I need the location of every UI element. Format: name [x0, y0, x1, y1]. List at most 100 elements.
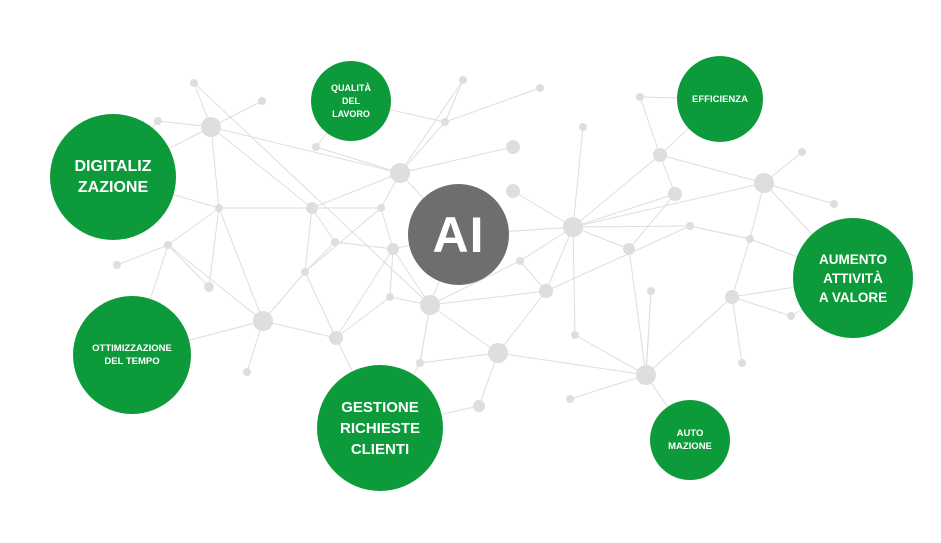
- network-link: [689, 225, 751, 240]
- network-dot: [516, 257, 524, 265]
- network-link: [210, 126, 220, 209]
- network-link: [304, 207, 382, 273]
- network-link: [569, 374, 647, 400]
- network-link: [167, 207, 220, 246]
- network-dot: [668, 187, 682, 201]
- network-dot: [506, 184, 520, 198]
- concept-label: AUMENTO ATTIVITÀ A VALORE: [818, 251, 888, 305]
- network-dot: [377, 204, 385, 212]
- network-dot: [154, 117, 162, 125]
- network-link: [574, 334, 647, 376]
- network-link: [311, 172, 401, 209]
- network-link: [419, 352, 499, 364]
- network-link: [167, 244, 264, 322]
- network-link: [731, 296, 743, 364]
- network-link: [315, 146, 401, 174]
- network-dot: [653, 148, 667, 162]
- network-link: [399, 146, 514, 174]
- network-dot: [190, 79, 198, 87]
- concept-digitalizzazione: DIGITALIZ ZAZIONE: [50, 114, 176, 240]
- concept-efficienza: EFFICIENZA: [677, 56, 763, 142]
- network-link: [380, 207, 394, 250]
- concept-label: OTTIMIZZAZIONE DEL TEMPO: [92, 343, 172, 367]
- concept-label: EFFICIENZA: [692, 93, 748, 105]
- network-link: [262, 271, 306, 322]
- network-link: [572, 193, 676, 228]
- network-link: [645, 290, 652, 376]
- network-link: [334, 241, 394, 250]
- network-dot: [306, 202, 318, 214]
- network-link: [392, 248, 431, 306]
- concept-label: QUALITÀ DEL LAVORO: [331, 82, 371, 119]
- network-dot: [539, 284, 553, 298]
- network-link: [572, 226, 576, 336]
- network-dot: [420, 295, 440, 315]
- network-link: [429, 290, 547, 306]
- network-link: [545, 225, 691, 292]
- concept-label: GESTIONE RICHIESTE CLIENTI: [339, 398, 420, 458]
- network-dot: [329, 331, 343, 345]
- network-link: [731, 238, 751, 298]
- network-link: [429, 260, 521, 306]
- network-dot: [506, 140, 520, 154]
- network-link: [639, 96, 661, 156]
- network-dot: [725, 290, 739, 304]
- network-dot: [623, 243, 635, 255]
- network-link: [763, 182, 835, 205]
- network-link: [210, 126, 313, 209]
- network-dot: [686, 222, 694, 230]
- network-link: [116, 244, 169, 266]
- network-dot: [416, 359, 424, 367]
- network-link: [628, 248, 647, 376]
- network-link: [311, 207, 336, 243]
- network-dot: [636, 365, 656, 385]
- network-link: [572, 154, 661, 228]
- network-link: [389, 248, 394, 298]
- concept-ottimizzazione-tempo: OTTIMIZZAZIONE DEL TEMPO: [73, 296, 191, 414]
- network-dot: [441, 118, 449, 126]
- network-link: [545, 226, 574, 292]
- network-dot: [830, 200, 838, 208]
- network-dot: [636, 93, 644, 101]
- network-dot: [647, 287, 655, 295]
- network-link: [572, 225, 691, 228]
- network-link: [659, 154, 765, 184]
- network-dot: [301, 268, 309, 276]
- network-link: [193, 82, 431, 306]
- network-dot: [215, 204, 223, 212]
- network-link: [572, 126, 584, 228]
- network-dot: [390, 163, 410, 183]
- network-link: [444, 87, 541, 123]
- network-link: [167, 244, 210, 288]
- network-dot: [754, 173, 774, 193]
- network-link: [304, 241, 336, 273]
- network-dot: [746, 235, 754, 243]
- network-dot: [459, 76, 467, 84]
- network-link: [210, 126, 401, 174]
- network-link: [645, 296, 733, 376]
- network-link: [497, 352, 647, 376]
- concept-label: AUTO MAZIONE: [668, 428, 712, 452]
- network-dot: [243, 368, 251, 376]
- network-dot: [387, 243, 399, 255]
- network-dot: [204, 282, 214, 292]
- network-link: [429, 304, 499, 354]
- concept-aumento-attivita: AUMENTO ATTIVITÀ A VALORE: [793, 218, 913, 338]
- network-link: [519, 226, 574, 262]
- network-dot: [571, 331, 579, 339]
- network-dot: [258, 97, 266, 105]
- network-link: [572, 226, 630, 250]
- network-link: [335, 248, 394, 339]
- network-link: [218, 207, 264, 322]
- network-link: [262, 320, 337, 339]
- network-link: [497, 290, 547, 354]
- concept-automazione: AUTO MAZIONE: [650, 400, 730, 480]
- network-dot: [798, 148, 806, 156]
- network-dot: [473, 400, 485, 412]
- network-dot: [312, 143, 320, 151]
- ai-hub-label: AI: [432, 206, 485, 263]
- network-dot: [386, 293, 394, 301]
- network-dot: [787, 312, 795, 320]
- network-link: [304, 271, 337, 339]
